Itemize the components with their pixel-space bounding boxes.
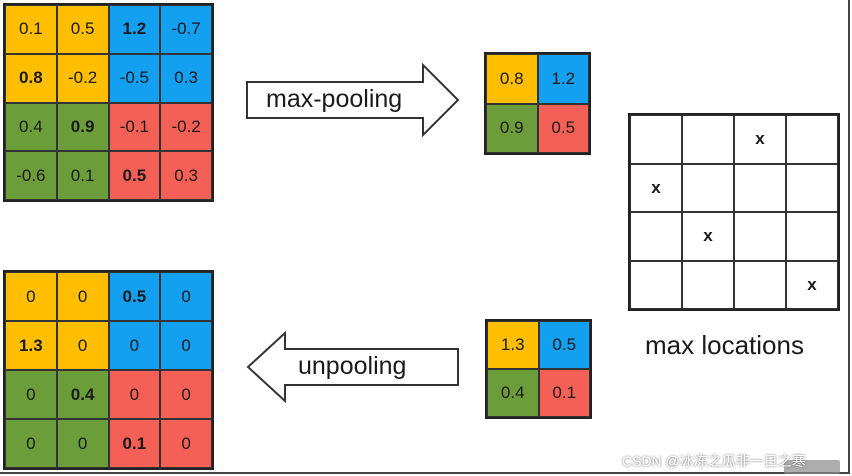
- max-pooling-arrow: [246, 62, 460, 138]
- max-location-cell: [786, 212, 838, 261]
- output-cell: 0.1: [108, 419, 161, 468]
- input-cell: 0.1: [5, 5, 57, 54]
- input-cell: 0.5: [56, 5, 109, 54]
- max-location-cell: [734, 163, 786, 212]
- output-cell: 0: [160, 272, 212, 321]
- max-location-cell: [682, 260, 734, 309]
- pooled-cell: 0.5: [537, 103, 589, 153]
- max-location-cell: [630, 260, 682, 309]
- input-cell: 1.2: [108, 5, 161, 54]
- output-cell: 1.3: [5, 321, 57, 370]
- input-cell: 0.8: [5, 53, 57, 103]
- max-location-mark: x: [786, 260, 838, 309]
- output-cell: 0: [160, 321, 212, 370]
- pooled-cell: 0.9: [486, 103, 538, 153]
- input-cell: 0.3: [160, 151, 212, 200]
- max-location-cell: [786, 115, 838, 164]
- max-location-cell: [630, 115, 682, 164]
- max-location-mark: x: [734, 115, 786, 164]
- watermark-text: CSDN @冰冻之瓜非一日之寒: [622, 453, 806, 469]
- output-cell: 0.5: [108, 272, 161, 321]
- max-location-cell: [734, 260, 786, 309]
- output-cell: 0: [56, 321, 109, 370]
- player-badge: [784, 460, 840, 474]
- output-cell: 0: [56, 272, 109, 321]
- input-cell: 0.3: [160, 53, 212, 103]
- max-locations-caption: max locations: [645, 330, 804, 360]
- pooled-cell: 0.8: [486, 54, 538, 104]
- output-cell: 0: [5, 419, 57, 468]
- unpool-input-cell: 0.5: [538, 321, 590, 369]
- unpool-input-cell: 1.3: [487, 321, 539, 369]
- output-cell: 0: [160, 419, 212, 468]
- max-location-cell: [786, 163, 838, 212]
- output-cell: 0: [160, 370, 212, 419]
- input-cell: -0.5: [108, 53, 161, 103]
- max-location-cell: [630, 212, 682, 261]
- output-cell: 0: [5, 370, 57, 419]
- input-cell: -0.2: [160, 102, 212, 152]
- output-cell: 0: [56, 419, 109, 468]
- max-location-mark: x: [682, 212, 734, 261]
- unpool-input-cell: 0.1: [538, 369, 590, 417]
- input-cell: 0.1: [56, 151, 109, 200]
- max-location-cell: [734, 212, 786, 261]
- output-cell: 0: [5, 272, 57, 321]
- output-cell: 0.4: [56, 370, 109, 419]
- max-location-cell: [682, 163, 734, 212]
- output-cell: 0: [108, 321, 161, 370]
- input-cell: 0.5: [108, 151, 161, 200]
- max-location-cell: [682, 115, 734, 164]
- max-location-mark: x: [630, 163, 682, 212]
- pooled-cell: 1.2: [537, 54, 589, 104]
- input-cell: -0.1: [108, 102, 161, 152]
- input-cell: 0.4: [5, 102, 57, 152]
- unpooling-label: unpooling: [298, 352, 407, 380]
- max-pooling-label: max-pooling: [266, 85, 403, 113]
- input-cell: -0.6: [5, 151, 57, 200]
- input-cell: 0.9: [56, 102, 109, 152]
- unpooling-arrow: [246, 330, 459, 404]
- unpool-input-cell: 0.4: [487, 369, 539, 417]
- output-cell: 0: [108, 370, 161, 419]
- input-cell: -0.2: [56, 53, 109, 103]
- input-cell: -0.7: [160, 5, 212, 54]
